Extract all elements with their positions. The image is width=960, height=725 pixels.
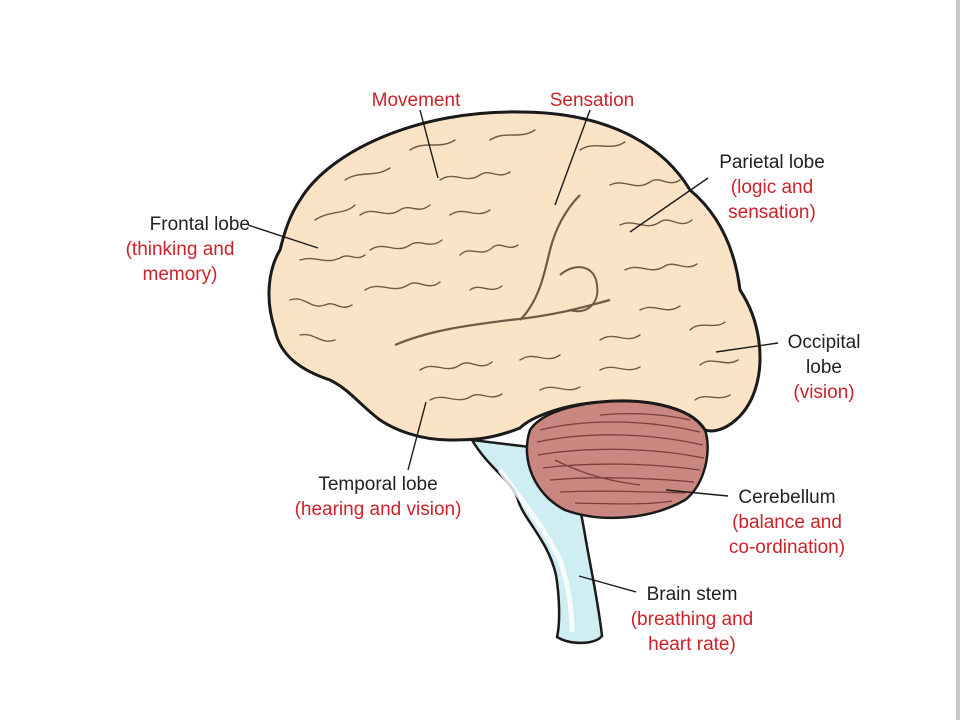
cerebellum-label: Cerebellum (balance and co-ordination) (716, 485, 858, 560)
temporal-leader (407, 401, 427, 471)
temporal-lobe-function: (hearing and vision) (294, 499, 462, 520)
cerebrum-shape (267, 110, 762, 442)
sensation-label: Sensation (549, 90, 635, 111)
occipital-leader (715, 342, 779, 353)
cerebellum-function-1: (balance and (732, 512, 842, 533)
parietal-lobe-function-1: (logic and (730, 177, 814, 198)
brainstem-name: Brain stem (646, 584, 738, 605)
cerebellum-function-2: co-ordination) (728, 537, 846, 558)
frontal-leader (247, 224, 319, 249)
occipital-lobe-label: Occipital lobe (vision) (772, 330, 876, 405)
cerebellum-shape (525, 399, 709, 520)
brainstem-leader (578, 575, 637, 593)
brainstem-function-1: (breathing and (630, 609, 754, 630)
frontal-lobe-name: Frontal lobe (149, 214, 250, 235)
parietal-lobe-label: Parietal lobe (logic and sensation) (702, 150, 842, 225)
brainstem-highlight (497, 468, 575, 633)
cerebellum-leader (665, 489, 729, 497)
temporal-lobe-name: Temporal lobe (318, 474, 438, 495)
occipital-lobe-name-2: lobe (806, 357, 842, 378)
cerebellum-name: Cerebellum (738, 487, 836, 508)
occipital-lobe-function: (vision) (793, 382, 855, 403)
parietal-leader (629, 177, 709, 233)
temporal-lobe-label: Temporal lobe (hearing and vision) (278, 472, 478, 522)
brainstem-function-2: heart rate) (648, 634, 736, 655)
frontal-lobe-function-1: (thinking and (125, 239, 235, 260)
parietal-lobe-name: Parietal lobe (719, 152, 825, 173)
frontal-lobe-label: Frontal lobe (thinking and memory) (110, 212, 250, 287)
right-edge-border (956, 0, 960, 720)
brainstem-label: Brain stem (breathing and heart rate) (620, 582, 764, 657)
parietal-lobe-function-2: sensation) (728, 202, 816, 223)
movement-leader (419, 109, 439, 179)
occipital-lobe-name-1: Occipital (787, 332, 861, 353)
frontal-lobe-function-2: memory) (142, 264, 218, 285)
sensation-leader (554, 109, 591, 206)
movement-label: Movement (371, 90, 461, 111)
